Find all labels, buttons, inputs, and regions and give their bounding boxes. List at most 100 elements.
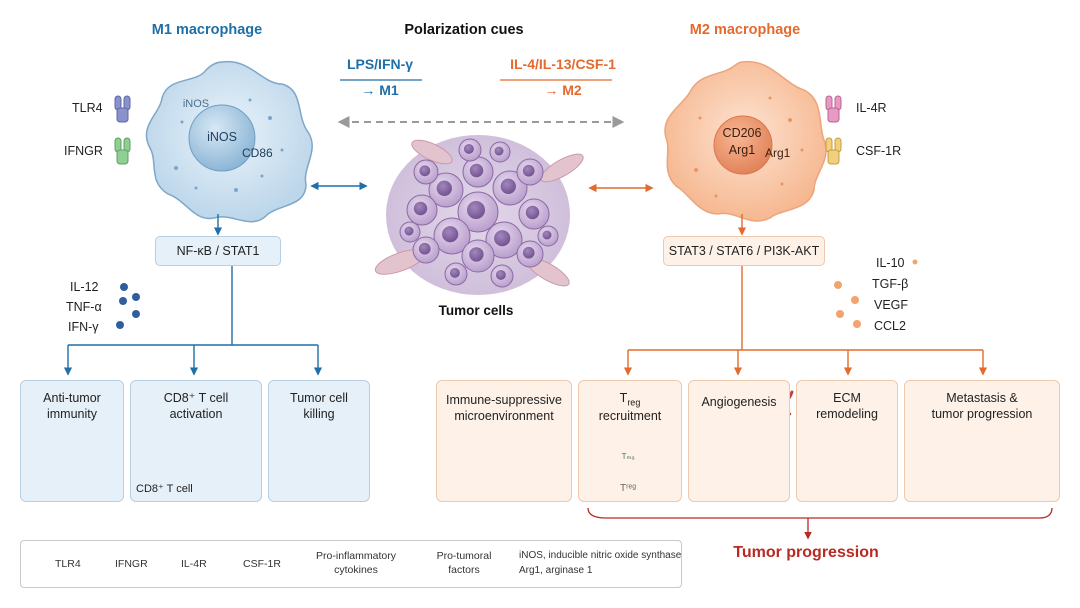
m2-cd206-label: CD206 [722, 126, 762, 140]
tgfb-label: TGF-β [872, 277, 909, 291]
m1-pathway-box: NF-κB / STAT1 [155, 236, 281, 266]
il4r-receptor-icon [825, 95, 842, 123]
tlr4-label: TLR4 [72, 101, 103, 115]
tumor-cell [462, 156, 494, 188]
ecm-remodeling-box: ECM remodeling [796, 380, 898, 502]
ccl2-label: CCL2 [874, 319, 906, 333]
tumor-cell [516, 240, 544, 268]
ecm-line2: remodeling [816, 406, 878, 421]
angiogenesis-label: Angiogenesis [701, 395, 777, 409]
treg-recruitment-box: Treg recruitment [578, 380, 682, 502]
anti-tumor-line2: immunity [46, 406, 97, 421]
tumor-cell [461, 239, 495, 273]
il4r-label: IL-4R [856, 101, 887, 115]
metastasis-line1: Metastasis & [946, 391, 1018, 405]
legend-ifngr-label: IFNGR [115, 558, 148, 570]
legend-pro-inflammatory: Pro-inflammatory cytokines [311, 550, 401, 577]
anti-tumor-immunity-box: Anti-tumor immunity [20, 380, 124, 502]
pro-tumoral-factor-dots [834, 259, 918, 328]
immune-suppressive-box: Immune-suppressive microenvironment [436, 380, 572, 502]
tumor-cell [492, 170, 528, 206]
legend-pro-tumoral-line1: Pro-tumoral [436, 550, 492, 562]
tumor-cell [428, 172, 464, 208]
cd8-caption: CD8⁺ T cell [136, 483, 193, 495]
legend-abbr-inos: iNOS, inducible nitric oxide synthase [519, 550, 682, 561]
metastasis-line2: tumor progression [931, 406, 1033, 421]
tlr4-receptor-icon [114, 95, 131, 123]
polarization-cues-title: Polarization cues [404, 22, 524, 38]
treg-caption: Tʳᵉᵍ [620, 483, 636, 494]
tumor-cell [433, 217, 471, 255]
m2-arg1-inner-label: Arg1 [728, 143, 756, 157]
treg-line2: recruitment [598, 408, 662, 423]
tumor-cells-label: Tumor cells [438, 303, 514, 318]
tumor-progression-label: Tumor progression [733, 544, 879, 561]
cd8-activation-line2: activation [169, 406, 223, 421]
m1-inos-label: iNOS [207, 130, 237, 144]
m1-inos-top-label: iNOS [182, 98, 210, 110]
metastasis-box: Metastasis & tumor progression [904, 380, 1060, 502]
m1-title: M1 macrophage [151, 22, 263, 38]
tumor-progression-bracket [587, 507, 1053, 540]
tumor-cell [537, 225, 559, 247]
m2-cue-line2: → M2 [544, 82, 582, 98]
m2-arrows [500, 79, 988, 376]
legend-pro-inflammatory-line2: cytokines [334, 563, 378, 576]
cd8-activation-box: CD8⁺ T cell activation [130, 380, 262, 502]
tumor-cell [516, 158, 544, 186]
tumor-cell [457, 191, 499, 233]
tumor-cell [444, 262, 468, 286]
legend-tlr4-label: TLR4 [55, 558, 81, 570]
pro-inflammatory-cytokine-dots [116, 283, 140, 329]
ifngr-label: IFNGR [64, 144, 103, 158]
m2-pathway-box: STAT3 / STAT6 / PI3K-AKT [663, 236, 825, 266]
vegf-label: VEGF [874, 298, 909, 312]
tumor-cell-killing-box: Tumor cell killing [268, 380, 370, 502]
tumor-cell [458, 138, 482, 162]
legend-csf1r-label: CSF-1R [243, 558, 281, 570]
m1-macrophage-cell [145, 60, 313, 223]
legend-pro-tumoral-line2: factors [448, 563, 480, 576]
legend-abbr-arg1: Arg1, arginase 1 [519, 565, 593, 576]
legend: TLR4 IFNGR IL-4R CSF-1R Pro-inflammatory… [20, 540, 682, 588]
m1-arrows [63, 79, 422, 376]
immune-line1: Immune-suppressive [445, 393, 562, 407]
tumor-cell [518, 198, 550, 230]
treg-line1: Treg [579, 391, 681, 409]
m1-cue-line1: LPS/IFN-γ [346, 56, 414, 72]
tumor-cell [406, 194, 438, 226]
il12-label: IL-12 [70, 280, 99, 294]
il10-label: IL-10 [876, 256, 905, 270]
ecm-line1: ECM [833, 391, 861, 405]
csf1r-receptor-icon [825, 137, 842, 165]
legend-pro-tumoral: Pro-tumoral factors [429, 550, 499, 577]
tumor-cell-group [399, 138, 559, 288]
tumor-cell [399, 221, 421, 243]
legend-pro-inflammatory-line1: Pro-inflammatory [316, 550, 396, 562]
tumor-cell [490, 264, 514, 288]
tumor-cell [412, 236, 440, 264]
ifngr-receptor-icon [114, 137, 131, 165]
angiogenesis-box: Angiogenesis [688, 380, 790, 502]
tumor-cell [485, 221, 523, 259]
ifng-label: IFN-γ [68, 320, 99, 334]
cd8-activation-line1: CD8⁺ T cell [163, 391, 229, 405]
treg-main: T [619, 391, 628, 405]
treg-sub: reg [627, 397, 641, 408]
immune-line2: microenvironment [454, 408, 554, 423]
m2-macrophage-cell [664, 60, 827, 222]
legend-il4r-label: IL-4R [181, 558, 207, 570]
treg-cell-label: Tₘₐ [621, 452, 635, 461]
m1-cue-line2: → M1 [361, 82, 399, 98]
tumor-cell [489, 141, 511, 163]
anti-tumor-line1: Anti-tumor [43, 391, 101, 405]
tumor-cell [413, 159, 439, 185]
m2-arg1-outer-label: Arg1 [765, 146, 791, 160]
m1-cd86-label: CD86 [242, 146, 273, 160]
killing-line1: Tumor cell [290, 391, 348, 405]
killing-line2: killing [303, 406, 335, 421]
m2-title: M2 macrophage [689, 22, 801, 38]
tnfa-label: TNF-α [66, 300, 102, 314]
csf1r-label: CSF-1R [856, 144, 902, 158]
